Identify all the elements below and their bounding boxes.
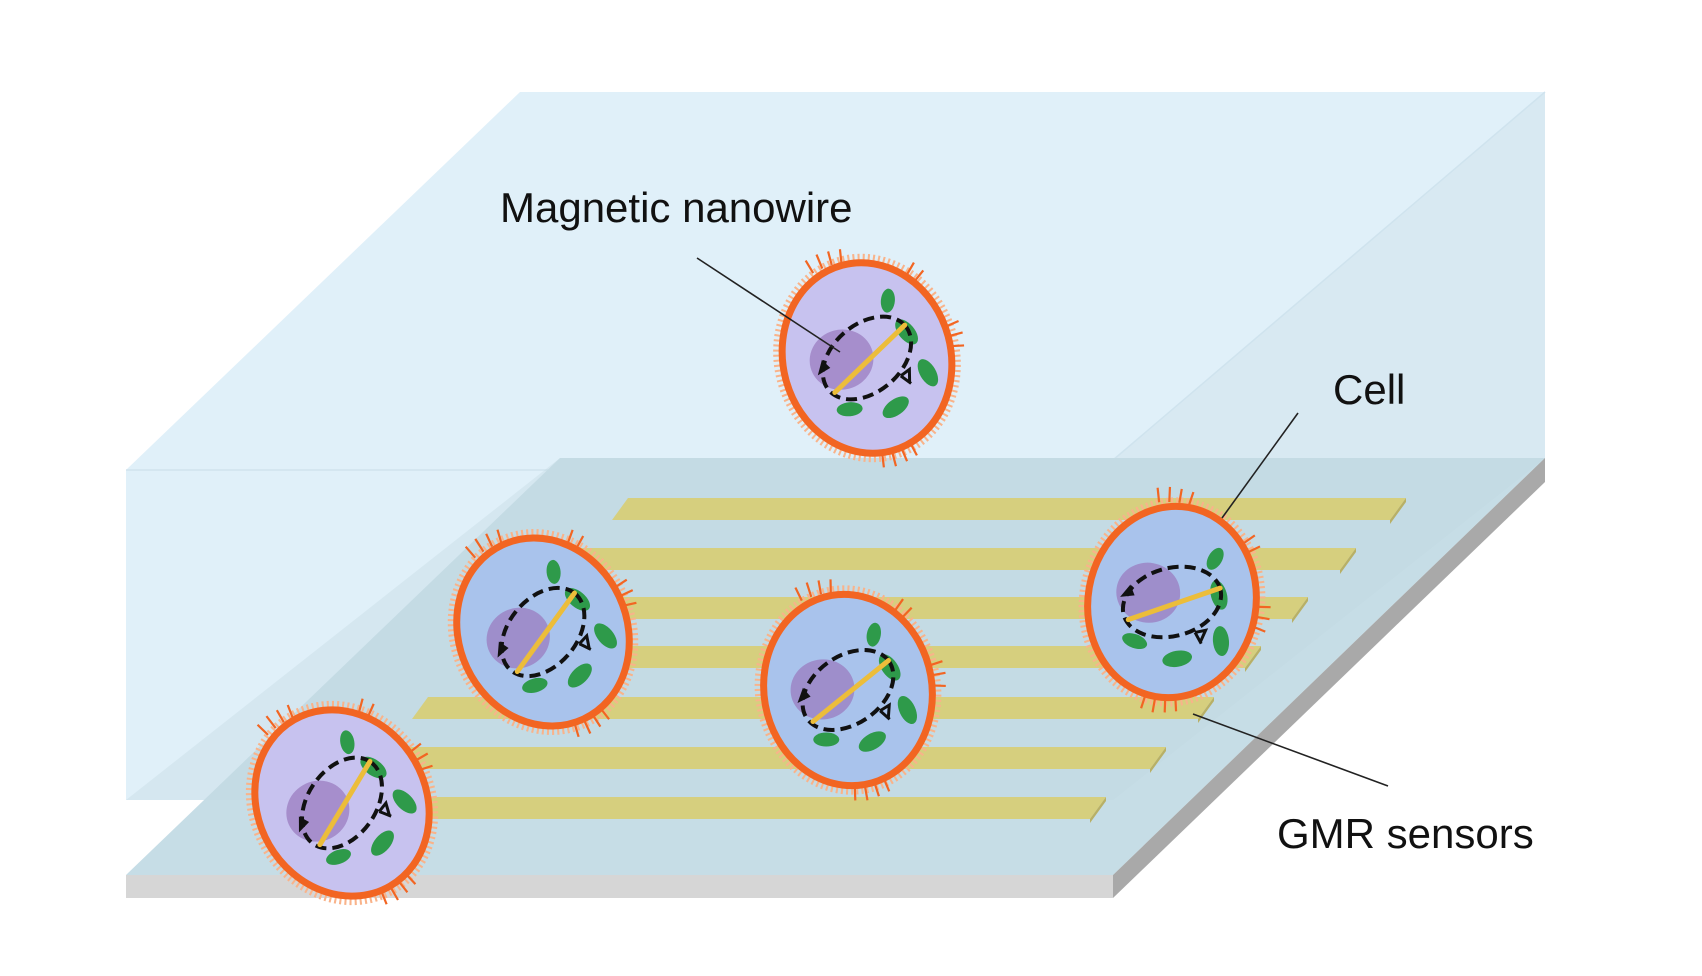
label-sensors-group: GMR sensors [1192,713,1534,857]
label-nanowire-group: Magnetic nanowire [500,184,853,353]
label-gmr-sensors: GMR sensors [1277,810,1534,857]
gmr-sensor-bar-7 [312,797,1106,819]
leader-line-sensors [1192,713,1389,787]
leader-line-nanowire [696,257,841,353]
label-magnetic-nanowire: Magnetic nanowire [500,184,853,231]
gmr-sensor-array [312,498,1406,823]
gmr-sensor-bar-edge-7 [1090,797,1106,823]
gmr-sensor-bar-edge-2 [1340,548,1356,574]
label-cell-group: Cell [1221,366,1405,519]
leader-line-cell [1221,412,1299,519]
substrate-side-edge [1113,458,1545,898]
gmr-sensor-bar-edge-6 [1150,747,1166,773]
label-cell: Cell [1333,366,1405,413]
gmr-sensor-bar-edge-1 [1390,498,1406,524]
gmr-sensor-bar-1 [612,498,1406,520]
gmr-sensor-bar-edge-4 [1245,646,1261,672]
gmr-sensor-bar-edge-3 [1292,597,1308,623]
gmr-sensor-bar-6 [362,747,1166,769]
substrate-front-edge [126,875,1113,898]
